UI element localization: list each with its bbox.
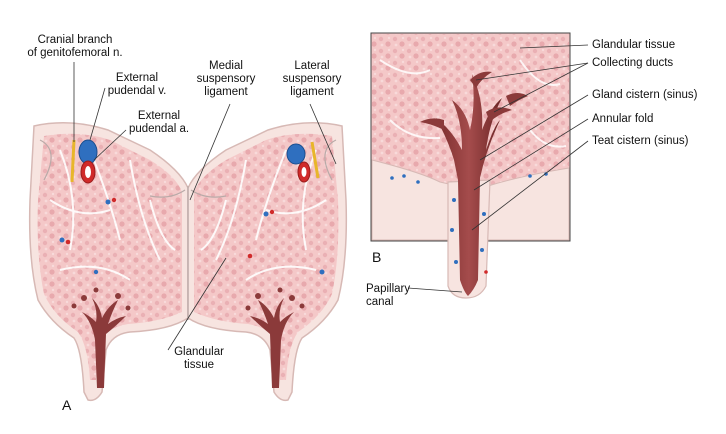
label-teat-cistern: Teat cistern (sinus) xyxy=(592,135,689,147)
label-cranial-branch-line1: Cranial branch xyxy=(37,34,113,46)
label-glandular-tissue-a-line2: tissue xyxy=(183,359,215,371)
left-duct-tree xyxy=(71,287,131,388)
right-glandular-tissue xyxy=(194,133,339,380)
label-annular-fold: Annular fold xyxy=(592,113,654,125)
label-external-pudendal-v-line2: pudendal v. xyxy=(107,85,167,97)
label-external-pudendal-v: External pudendal v. xyxy=(102,72,172,98)
teat-cistern xyxy=(436,74,502,296)
label-lateral-suspensory-ligament: Lateral suspensory ligament xyxy=(272,60,352,99)
panel-b-leader-lines xyxy=(407,44,589,293)
label-glandular-tissue-b: Glandular tissue xyxy=(592,39,676,51)
label-medial-suspensory-ligament: Medial suspensory ligament xyxy=(186,60,266,99)
connective-septa xyxy=(49,149,327,281)
label-papillary-canal-line1: Papillary xyxy=(366,283,411,295)
left-vessels xyxy=(70,139,98,184)
suspensory-ligament-lines xyxy=(39,139,337,320)
teat-detail xyxy=(370,32,571,299)
label-external-pudendal-v-line1: External xyxy=(115,72,159,84)
label-collecting-ducts: Collecting ducts xyxy=(592,57,674,69)
label-cranial-branch-line2: of genitofemoral n. xyxy=(27,47,123,59)
label-lateral-line2: suspensory xyxy=(282,73,342,85)
label-external-pudendal-a: External pudendal a. xyxy=(124,110,194,136)
label-glandular-tissue-a: Glandular tissue xyxy=(164,346,234,372)
label-lateral-line1: Lateral xyxy=(294,60,330,72)
panel-label-a: A xyxy=(62,397,72,413)
label-glandular-tissue-a-line1: Glandular xyxy=(174,346,224,358)
right-duct-tree xyxy=(245,287,305,388)
label-papillary-canal-line2: canal xyxy=(366,296,394,308)
label-external-pudendal-a-line2: pudendal a. xyxy=(128,123,190,135)
label-cranial-branch: Cranial branch of genitofemoral n. xyxy=(22,34,128,60)
label-medial-line3: ligament xyxy=(204,86,248,98)
udder-cross-section xyxy=(28,122,348,402)
panel-label-b: B xyxy=(372,249,382,265)
right-vessels xyxy=(286,141,320,183)
label-gland-cistern: Gland cistern (sinus) xyxy=(592,89,698,101)
label-lateral-line3: ligament xyxy=(290,86,334,98)
label-papillary-canal: Papillary canal xyxy=(366,283,410,309)
left-glandular-tissue xyxy=(37,133,182,380)
label-medial-line2: suspensory xyxy=(196,73,256,85)
small-vessels xyxy=(59,197,325,275)
teat-vessels xyxy=(390,172,548,274)
label-medial-line1: Medial xyxy=(209,60,243,72)
panel-a-leader-lines xyxy=(73,62,337,351)
label-external-pudendal-a-line1: External xyxy=(137,110,181,122)
